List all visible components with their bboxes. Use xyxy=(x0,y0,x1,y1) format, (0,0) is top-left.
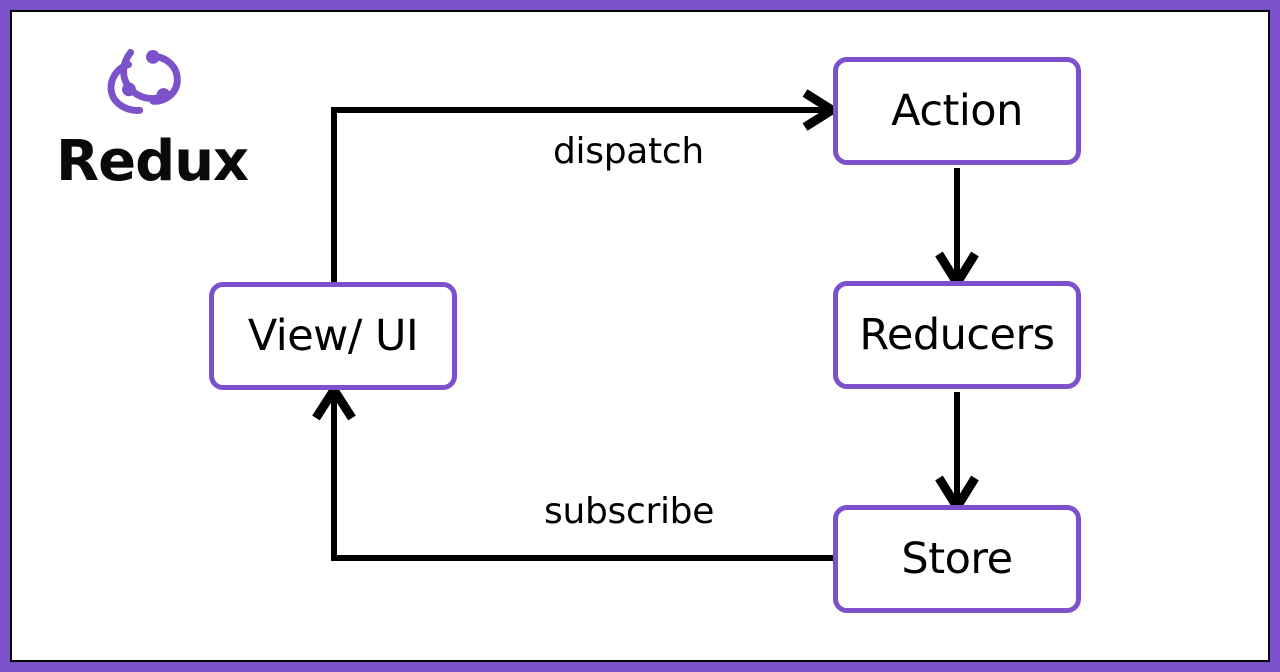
redux-logo-icon xyxy=(107,48,181,114)
node-action-label: Action xyxy=(891,86,1023,136)
node-view-ui-label: View/ UI xyxy=(247,311,419,361)
brand-logo: Redux xyxy=(56,26,256,190)
node-reducers[interactable]: Reducers xyxy=(833,281,1081,389)
edge-label-subscribe: subscribe xyxy=(544,491,715,532)
edge-label-dispatch: dispatch xyxy=(553,131,704,172)
node-action[interactable]: Action xyxy=(833,57,1081,165)
node-store-label: Store xyxy=(901,534,1013,584)
node-reducers-label: Reducers xyxy=(859,310,1055,360)
node-view-ui[interactable]: View/ UI xyxy=(209,282,457,390)
brand-wordmark: Redux xyxy=(56,129,249,194)
node-store[interactable]: Store xyxy=(833,505,1081,613)
